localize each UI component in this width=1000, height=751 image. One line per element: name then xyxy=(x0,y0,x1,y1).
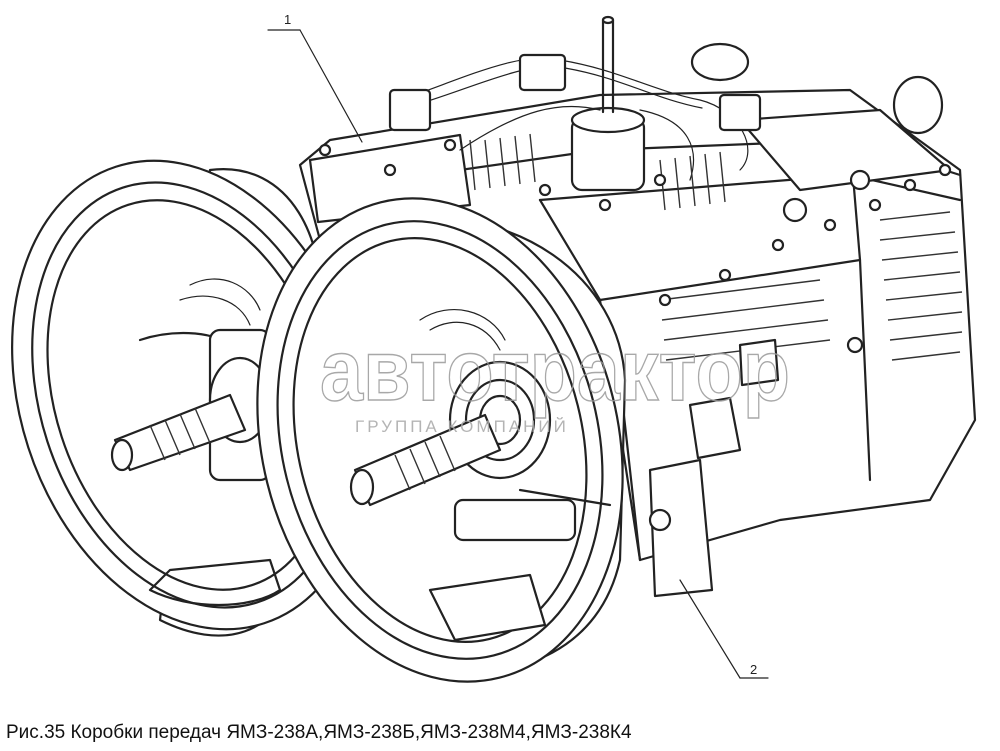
watermark-subtitle: ГРУППА КОМПАНИЙ xyxy=(355,417,569,436)
callout-2-label: 2 xyxy=(750,662,757,677)
clutch-housing-front xyxy=(256,197,627,683)
callout-1: 1 xyxy=(267,12,363,143)
watermark: автотрактор ГРУППА КОМПАНИЙ xyxy=(319,322,790,436)
callout-2: 2 xyxy=(679,579,769,679)
figure-caption: Рис.35 Коробки передач ЯМЗ-238А,ЯМЗ-238Б… xyxy=(6,722,632,743)
watermark-logo: автотрактор xyxy=(320,323,790,419)
callout-1-label: 1 xyxy=(284,12,291,27)
gearbox-housing xyxy=(298,15,977,598)
